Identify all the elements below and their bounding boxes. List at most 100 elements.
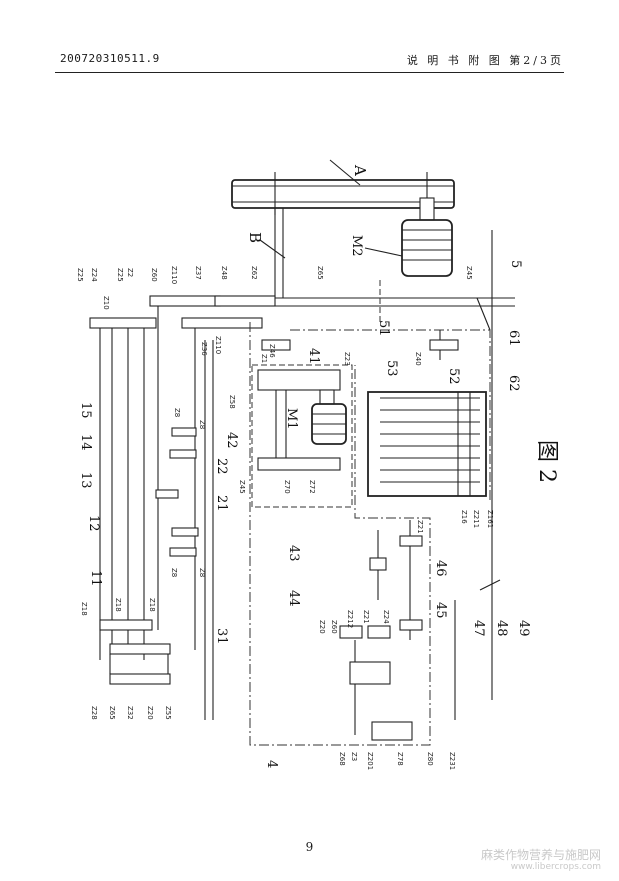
gear-label: Z60: [330, 620, 338, 634]
gear-label: Z20: [318, 620, 326, 634]
gear-label: Z3: [350, 752, 358, 761]
gear-label: Z1: [260, 354, 268, 363]
label-49: 49: [516, 620, 531, 637]
label-A: A: [351, 164, 369, 176]
gear-label: Z161: [486, 510, 494, 528]
label-51: 51: [376, 320, 391, 337]
reference-labels: A B M1 M2 4 5 11 12 13 14 15 21 22 31 41…: [78, 164, 531, 768]
label-M1: M1: [284, 408, 299, 430]
gear-label: Z37: [194, 266, 202, 280]
gear-label: Z110: [214, 336, 222, 354]
motor-m2: [364, 197, 453, 277]
gear-label: Z68: [338, 752, 346, 766]
shafts-11-15: [89, 295, 276, 685]
label-22: 22: [214, 458, 229, 475]
gear-label: Z48: [220, 266, 228, 280]
label-B: B: [246, 232, 264, 243]
motor-m1: [311, 389, 347, 445]
gear-label: Z65: [316, 266, 324, 280]
label-61: 61: [506, 330, 521, 347]
spindle-bank-53: [367, 391, 487, 497]
gear-label: Z32: [126, 706, 134, 720]
label-42: 42: [224, 432, 239, 449]
gear-label: Z78: [396, 752, 404, 766]
watermark-site-name: 麻类作物营养与施肥网: [480, 848, 601, 862]
label-47: 47: [471, 620, 486, 637]
label-45: 45: [433, 602, 448, 619]
gear-label: Z211: [472, 510, 480, 528]
gear-label: Z65: [108, 706, 116, 720]
gear-label: Z60: [150, 268, 158, 282]
gear-label: Z25: [76, 268, 84, 282]
gear-label: Z110: [170, 266, 178, 284]
gear-label: Z72: [308, 480, 316, 494]
label-11: 11: [88, 570, 103, 587]
gear-label: Z45: [465, 266, 473, 280]
label-31: 31: [214, 628, 229, 645]
label-62: 62: [506, 375, 521, 392]
gear-label: Z62: [250, 266, 258, 280]
gear-label: Z24: [90, 268, 98, 282]
label-5: 5: [508, 260, 523, 268]
label-46: 46: [433, 560, 448, 577]
gear-labels: Z25 Z24 Z25 Z2 Z60 Z110 Z37 Z48 Z62 Z65 …: [76, 266, 494, 770]
gear-label: Z21: [416, 520, 424, 534]
gear-label: Z212: [346, 610, 354, 628]
header-title-page: 说 明 书 附 图 第2/3页: [406, 54, 564, 67]
gear-label: Z46: [268, 344, 276, 358]
gear-label: Z8: [198, 568, 206, 577]
watermark: 麻类作物营养与施肥网 www.libercrops.com: [481, 849, 601, 873]
label-52: 52: [446, 368, 461, 385]
label-44: 44: [286, 590, 301, 607]
label-48: 48: [494, 620, 509, 637]
gear-label: Z8: [170, 568, 178, 577]
shaft-31: [204, 340, 214, 720]
housing-4: [249, 322, 431, 746]
gear-label: Z2: [126, 268, 134, 277]
gear-label: Z8: [173, 408, 181, 417]
label-4: 4: [264, 760, 279, 768]
gear-label: Z58: [228, 395, 236, 409]
label-M2: M2: [349, 235, 364, 257]
label-41: 41: [306, 348, 321, 365]
label-13: 13: [78, 472, 93, 489]
gear-label: Z55: [164, 706, 172, 720]
gear-label: Z24: [382, 610, 390, 624]
gear-label: Z20: [146, 706, 154, 720]
gear-label: Z18: [80, 602, 88, 616]
page-number: 9: [305, 840, 314, 854]
label-53: 53: [384, 360, 399, 377]
gear-label: Z45: [238, 480, 246, 494]
gear-label: Z8: [198, 420, 206, 429]
gear-label: Z40: [414, 352, 422, 366]
gear-label: Z23: [343, 352, 351, 366]
gear-label: Z21: [362, 610, 370, 624]
belt-drive-a: [231, 159, 455, 215]
gear-label: Z10: [102, 296, 110, 310]
gear-label: Z70: [283, 480, 291, 494]
unit-42: [251, 339, 353, 508]
linkage-43-46: [339, 520, 501, 741]
label-43: 43: [286, 545, 301, 562]
frame-51-61: [290, 329, 491, 500]
application-number: 200720310511.9: [60, 52, 160, 65]
label-21: 21: [214, 495, 229, 512]
gear-label: Z18: [114, 598, 122, 612]
figure-caption: 图 2: [534, 440, 559, 483]
label-15: 15: [78, 402, 93, 419]
main-shaft-5: [150, 208, 515, 700]
gear-label: Z231: [448, 752, 456, 770]
gear-label: Z18: [148, 598, 156, 612]
label-14: 14: [78, 434, 93, 451]
gear-label: Z28: [90, 706, 98, 720]
gear-label: Z80: [426, 752, 434, 766]
gear-label: Z201: [366, 752, 374, 770]
gear-pairs-21-22: [155, 427, 199, 557]
gear-label: Z36: [200, 342, 208, 356]
watermark-url: www.libercrops.com: [510, 862, 601, 872]
header-rule: [55, 72, 564, 73]
gear-label: Z16: [460, 510, 468, 524]
label-12: 12: [86, 515, 101, 532]
gear-label: Z25: [116, 268, 124, 282]
